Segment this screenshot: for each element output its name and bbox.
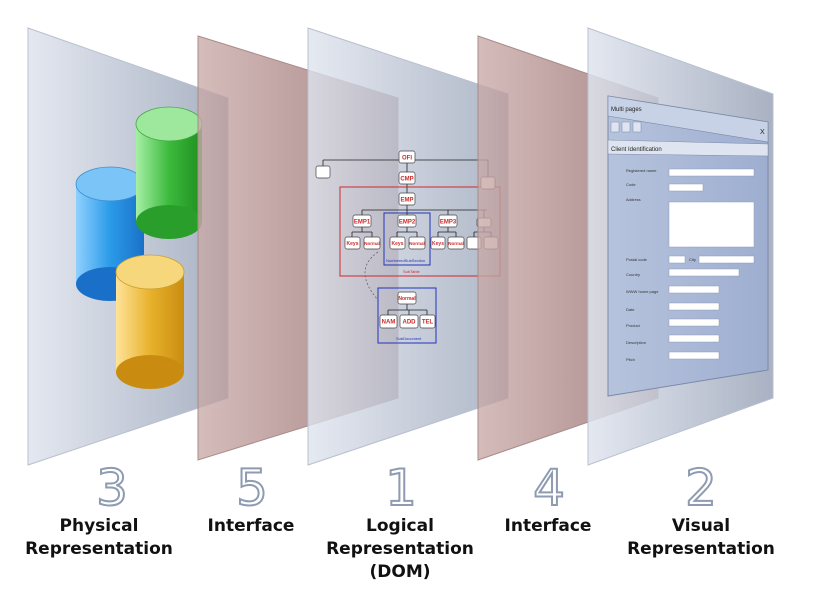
svg-text:OFI: OFI <box>402 156 412 162</box>
window-title: Multi pages <box>611 107 642 113</box>
svg-text:CMP: CMP <box>400 177 413 183</box>
label-registered-name: Registered name <box>626 168 657 173</box>
svg-text:NAM: NAM <box>382 320 396 326</box>
toolbar-button-3[interactable] <box>632 121 642 133</box>
layer-3-number: 3 <box>95 458 129 518</box>
label-country: Country <box>626 272 640 277</box>
country-field[interactable] <box>668 268 740 277</box>
node-empty-left <box>315 165 331 179</box>
svg-text:Normal: Normal <box>409 241 425 246</box>
svg-text:Normal: Normal <box>364 241 380 246</box>
city-field[interactable] <box>698 255 755 264</box>
label-description: Description <box>626 340 646 345</box>
www-home-page-field[interactable] <box>668 285 720 294</box>
svg-text:EMP3: EMP3 <box>440 220 457 226</box>
node-add: ADD <box>399 314 419 329</box>
registered-name-field[interactable] <box>668 168 755 177</box>
postal-code-field[interactable] <box>668 255 686 264</box>
svg-text:Keys: Keys <box>432 241 444 247</box>
label-code: Code <box>626 182 636 187</box>
node-keys-1: Keys <box>344 236 361 250</box>
svg-text:ADD: ADD <box>403 320 417 326</box>
svg-text:Keys: Keys <box>392 241 404 247</box>
label-product: Product <box>626 323 641 328</box>
svg-text:EMP1: EMP1 <box>354 220 371 226</box>
numbered-subsection-group <box>383 212 431 266</box>
layer-1-caption: Logical Representation (DOM) <box>326 516 474 582</box>
subtable-label: SubTable <box>403 269 420 274</box>
node-normal-1: Normal <box>363 236 381 250</box>
layer-2-number: 2 <box>684 458 718 518</box>
label-address: Address <box>626 197 641 202</box>
node-sub-normal: Normal <box>397 291 417 305</box>
svg-text:Normal: Normal <box>398 296 416 302</box>
layer-4-caption: Interface <box>504 516 592 536</box>
layer-1-number: 1 <box>384 458 418 518</box>
node-keys-2: Keys <box>389 236 406 250</box>
svg-text:EMP: EMP <box>400 198 413 204</box>
node-tel: TEL <box>419 314 436 329</box>
node-normal-3: Normal <box>447 236 465 250</box>
node-emp: EMP <box>398 192 416 206</box>
toolbar-button-2[interactable] <box>621 121 631 133</box>
svg-text:EMP2: EMP2 <box>399 220 416 226</box>
node-keys-3: Keys <box>430 236 446 250</box>
layer-4-number: 4 <box>532 458 566 518</box>
layer-3-caption: Physical Representation <box>25 516 173 559</box>
pitch-field[interactable] <box>668 351 720 360</box>
node-ofi: OFI <box>398 150 416 164</box>
code-field[interactable] <box>668 183 704 192</box>
database-cylinder-yellow-icon <box>115 254 185 389</box>
svg-text:Normal: Normal <box>448 241 464 246</box>
close-icon[interactable]: X <box>760 129 765 136</box>
node-cmp: CMP <box>398 171 416 185</box>
label-city: City <box>689 257 696 262</box>
node-normal-2: Normal <box>408 236 426 250</box>
subdocument-label: SubDocument <box>396 336 422 341</box>
node-emp2: EMP2 <box>397 214 417 228</box>
layer-5-caption: Interface <box>207 516 295 536</box>
date-field[interactable] <box>668 302 720 311</box>
toolbar-button-1[interactable] <box>610 121 620 133</box>
node-nam: NAM <box>379 314 398 329</box>
subdocument-group <box>377 287 437 344</box>
label-www-home-page: WWW home page <box>626 289 659 294</box>
layer-5-number: 5 <box>235 458 269 518</box>
description-field[interactable] <box>668 334 720 343</box>
node-emp3: EMP3 <box>438 214 458 228</box>
svg-text:Keys: Keys <box>347 241 359 247</box>
label-pitch: Pitch <box>626 357 635 362</box>
address-field[interactable] <box>668 201 755 248</box>
section-title: Client Identification <box>611 147 662 153</box>
numbered-subsection-label: NumberedSubSection <box>386 258 425 263</box>
svg-text:TEL: TEL <box>422 320 434 326</box>
product-field[interactable] <box>668 318 720 327</box>
layer-2-caption: Visual Representation <box>627 516 775 559</box>
form-window: Multi pages X Client Identification Regi… <box>607 95 769 397</box>
node-emp1: EMP1 <box>352 214 372 228</box>
database-cylinder-green-icon <box>135 106 203 239</box>
label-date: Date <box>626 307 635 312</box>
label-postal-code: Postal code <box>626 257 648 262</box>
